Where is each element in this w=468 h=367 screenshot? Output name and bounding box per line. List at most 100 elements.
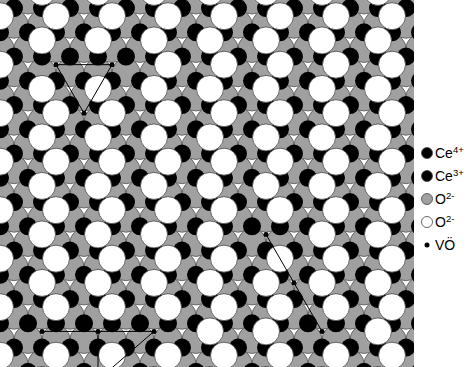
cerium-ion bbox=[19, 363, 37, 367]
oxygen-top bbox=[29, 269, 56, 296]
oxygen-top bbox=[253, 269, 280, 296]
cerium-ion bbox=[411, 72, 414, 90]
ion-symbol: Ce bbox=[435, 145, 453, 161]
oxygen-top bbox=[197, 27, 224, 54]
cerium-ion bbox=[299, 363, 317, 367]
oxygen-top bbox=[99, 100, 126, 127]
oxygen-top bbox=[155, 51, 182, 78]
vacancy-outline bbox=[56, 65, 112, 113]
oxygen-top bbox=[211, 245, 238, 272]
oxygen-top bbox=[323, 51, 350, 78]
legend-label: O2- bbox=[435, 213, 454, 231]
oxygen-top bbox=[0, 100, 14, 127]
oxygen-top bbox=[365, 366, 392, 367]
oxygen-top bbox=[365, 124, 392, 151]
oxygen-top bbox=[141, 366, 168, 367]
oxygen-top bbox=[253, 75, 280, 102]
cerium-ion bbox=[243, 217, 261, 235]
oxygen-top bbox=[0, 294, 14, 321]
oxygen-top bbox=[267, 3, 294, 30]
vacancy-dot bbox=[82, 111, 87, 116]
oxygen-top bbox=[43, 294, 70, 321]
oxygen-top bbox=[267, 148, 294, 175]
oxygen-top bbox=[29, 172, 56, 199]
oxygen-top bbox=[29, 75, 56, 102]
oxygen-top bbox=[155, 100, 182, 127]
vacancy-dot bbox=[320, 329, 325, 334]
oxygen-top bbox=[323, 3, 350, 30]
vacancy-dot bbox=[264, 232, 269, 237]
oxygen-top bbox=[141, 27, 168, 54]
ion-charge: 4+ bbox=[453, 144, 464, 155]
cerium-ion bbox=[75, 363, 93, 367]
ion-symbol: O bbox=[435, 214, 446, 230]
oxygen-top bbox=[155, 197, 182, 224]
oxygen-top bbox=[43, 245, 70, 272]
oxygen-top bbox=[43, 3, 70, 30]
oxygen-top bbox=[141, 124, 168, 151]
oxygen-top bbox=[211, 100, 238, 127]
oxygen-top bbox=[309, 27, 336, 54]
oxygen-top bbox=[211, 197, 238, 224]
oxygen-top bbox=[323, 148, 350, 175]
ion-symbol: O bbox=[435, 191, 446, 207]
oxygen-top bbox=[323, 294, 350, 321]
oxygen-top bbox=[85, 221, 112, 248]
oxygen-top bbox=[155, 245, 182, 272]
oxygen-top bbox=[323, 342, 350, 367]
oxygen-top bbox=[0, 245, 14, 272]
cerium-ion bbox=[131, 363, 149, 367]
oxygen-top bbox=[379, 100, 406, 127]
oxygen-top bbox=[379, 294, 406, 321]
oxygen-top bbox=[365, 27, 392, 54]
cerium-ion bbox=[411, 169, 414, 187]
swatch-shape bbox=[425, 243, 430, 248]
oxygen-top bbox=[267, 294, 294, 321]
cerium-ion bbox=[19, 314, 37, 332]
oxygen-top bbox=[43, 342, 70, 367]
vacancy-dot bbox=[54, 62, 59, 67]
oxygen-top bbox=[253, 172, 280, 199]
oxygen-top bbox=[197, 221, 224, 248]
oxygen-top bbox=[309, 75, 336, 102]
oxygen-top bbox=[253, 366, 280, 367]
oxygen-top bbox=[99, 197, 126, 224]
oxygen-top bbox=[267, 51, 294, 78]
ion-swatch bbox=[421, 216, 433, 228]
swatch-shape bbox=[422, 217, 433, 228]
oxygen-top bbox=[197, 124, 224, 151]
cerium-ion bbox=[411, 363, 414, 367]
oxygen-top bbox=[211, 342, 238, 367]
oxygen-top bbox=[197, 366, 224, 367]
oxygen-top bbox=[379, 148, 406, 175]
oxygen-top bbox=[309, 221, 336, 248]
oxygen-top bbox=[85, 124, 112, 151]
oxygen-top bbox=[0, 148, 14, 175]
oxygen-top bbox=[211, 51, 238, 78]
swatch-shape bbox=[422, 171, 433, 182]
oxygen-top bbox=[43, 197, 70, 224]
vacancy-dot bbox=[152, 329, 157, 334]
oxygen-top bbox=[197, 269, 224, 296]
oxygen-top bbox=[85, 269, 112, 296]
oxygen-top bbox=[365, 75, 392, 102]
oxygen-top bbox=[29, 124, 56, 151]
oxygen-top bbox=[267, 342, 294, 367]
oxygen-top bbox=[379, 342, 406, 367]
oxygen-top bbox=[141, 75, 168, 102]
legend-label: Ce4+ bbox=[435, 144, 464, 162]
oxygen-top bbox=[323, 100, 350, 127]
cerium-ion bbox=[187, 363, 205, 367]
ion-swatch bbox=[421, 193, 433, 205]
oxygen-top bbox=[267, 197, 294, 224]
vacancy-dot bbox=[40, 329, 45, 334]
oxygen-top bbox=[267, 100, 294, 127]
oxygen-top bbox=[99, 3, 126, 30]
oxygen-top bbox=[0, 51, 14, 78]
vacancy-outline bbox=[266, 234, 322, 331]
cerium-ion bbox=[411, 120, 414, 138]
cerium-ion bbox=[75, 314, 93, 332]
oxygen-top bbox=[99, 148, 126, 175]
